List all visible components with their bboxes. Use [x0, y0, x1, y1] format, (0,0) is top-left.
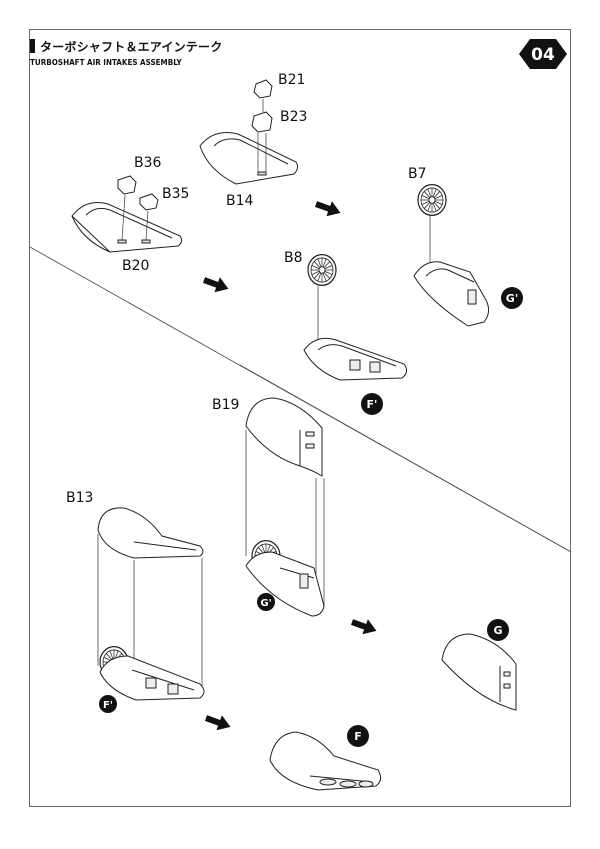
part-b13-cowl: [97, 507, 204, 559]
part-b23: [251, 111, 273, 133]
svg-text:G': G': [260, 598, 271, 609]
result-assembly-g: [441, 633, 517, 711]
svg-text:G': G': [506, 292, 518, 305]
label-b19: B19: [212, 397, 239, 413]
arrow-3: [349, 614, 380, 639]
arrow-1: [313, 196, 344, 221]
tray-g-prime: [413, 261, 490, 327]
ref-f-prime-low: F': [99, 695, 117, 713]
tray-f-prime: [303, 337, 408, 381]
label-b36: B36: [134, 155, 162, 171]
label-b21: B21: [278, 72, 305, 88]
part-b14-tray: [199, 132, 299, 185]
label-b35: B35: [162, 186, 189, 202]
part-b36: [117, 175, 137, 195]
arrow-2: [201, 272, 232, 297]
ref-g-prime-top: G': [501, 287, 523, 309]
part-b8-fan: [307, 253, 337, 287]
tray-b13: [99, 655, 205, 701]
label-b20: B20: [122, 258, 149, 274]
title-english: TURBOSHAFT AIR INTAKES ASSEMBLY: [30, 58, 182, 67]
header-marker: [30, 39, 35, 53]
label-b8: B8: [284, 250, 303, 266]
title-japanese: ターボシャフト＆エアインテーク: [40, 40, 223, 54]
part-b20-tray: [71, 202, 183, 253]
label-b23: B23: [280, 109, 307, 125]
tray-b19: [245, 551, 325, 617]
page-frame: [29, 29, 571, 807]
svg-text:F: F: [354, 730, 362, 743]
part-b35: [139, 193, 159, 211]
label-b14: B14: [226, 193, 254, 209]
step-number: 04: [531, 45, 555, 65]
part-b19-cowl: [245, 397, 323, 477]
svg-text:F': F': [367, 398, 378, 411]
ref-g-result: G: [487, 619, 509, 641]
ref-f-prime-mid: F': [361, 393, 383, 415]
label-b13: B13: [66, 490, 93, 506]
ref-f-result: F: [347, 725, 369, 747]
section-divider: [239, 364, 572, 553]
svg-text:F': F': [103, 700, 113, 711]
part-b21: [253, 79, 273, 99]
step-badge: 04: [519, 39, 567, 69]
svg-text:G: G: [493, 624, 502, 637]
label-b7: B7: [408, 166, 427, 182]
result-assembly-f: [269, 731, 382, 791]
arrow-4: [203, 710, 234, 735]
part-b7-fan: [417, 183, 447, 217]
ref-g-prime-low: G': [257, 593, 275, 611]
